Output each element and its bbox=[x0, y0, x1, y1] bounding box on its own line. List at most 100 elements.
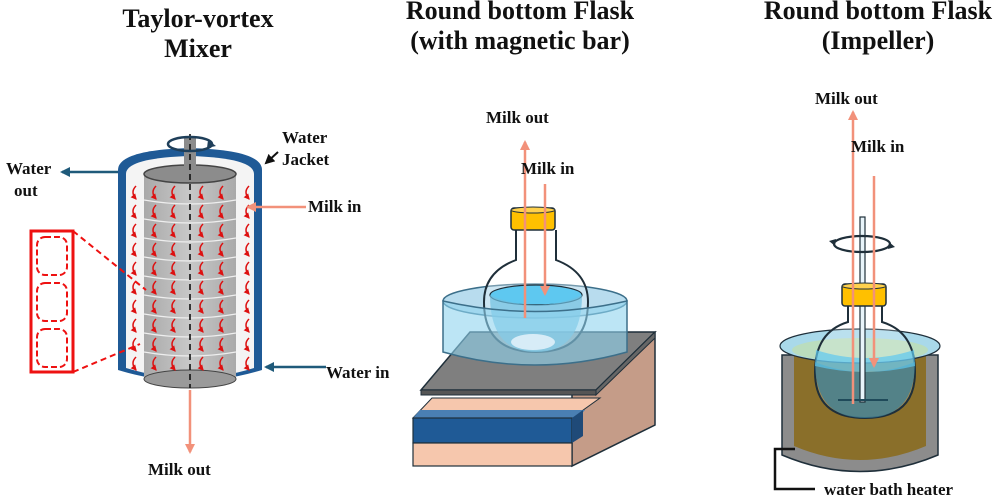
vortex-arrow bbox=[169, 337, 176, 352]
vortex-arrow bbox=[217, 223, 224, 238]
vortex-arrow bbox=[243, 242, 250, 257]
vortex-arrow bbox=[243, 337, 250, 352]
impeller-milk-in-label: Milk in bbox=[851, 137, 905, 156]
water-out-label-line1: Water bbox=[6, 159, 52, 178]
vortex-arrow bbox=[130, 261, 137, 276]
stirrer-blue-end bbox=[572, 410, 583, 443]
magnetic-title-line1: Round bottom Flask bbox=[405, 0, 635, 25]
vortex-arrow bbox=[197, 223, 204, 238]
water-bath-heater-label: water bath heater bbox=[824, 480, 954, 499]
taylor-milk-in-label: Milk in bbox=[308, 197, 362, 216]
bath-dish-wall bbox=[442, 300, 628, 366]
rotation-arrowhead bbox=[207, 140, 216, 148]
impeller-title-line1: Round bottom Flask bbox=[763, 0, 993, 25]
vortex-arrow bbox=[150, 318, 157, 333]
vortex-arrow bbox=[243, 280, 250, 295]
hot-plate-edge-side bbox=[595, 330, 656, 397]
vortex-arrow bbox=[150, 280, 157, 295]
stirrer-blue-top bbox=[413, 410, 585, 418]
cylinder-band bbox=[143, 218, 237, 224]
vortex-arrow bbox=[217, 185, 224, 200]
water-jacket-label-line2: Jacket bbox=[282, 150, 330, 169]
vortex-arrow bbox=[169, 242, 176, 257]
vortex-arrow bbox=[243, 223, 250, 238]
cylinder-band bbox=[143, 256, 237, 262]
vortex-arrow bbox=[197, 299, 204, 314]
vortex-arrow bbox=[150, 356, 157, 371]
hot-plate-edge bbox=[420, 389, 597, 396]
vortex-arrow bbox=[217, 356, 224, 371]
vortex-arrow bbox=[169, 318, 176, 333]
detail-connector-bottom bbox=[72, 343, 141, 373]
vortex-arrow bbox=[169, 204, 176, 219]
impeller-flask-title: Round bottom Flask (Impeller) bbox=[738, 0, 1002, 56]
magnetic-flask-title: Round bottom Flask (with magnetic bar) bbox=[380, 0, 660, 56]
vortex-arrow bbox=[217, 337, 224, 352]
vortex-arrow bbox=[150, 299, 157, 314]
taylor-mixer-title: Taylor-vortex Mixer bbox=[88, 4, 308, 64]
vortex-arrow bbox=[217, 242, 224, 257]
vortex-arrow bbox=[130, 299, 137, 314]
vortex-arrow bbox=[169, 261, 176, 276]
heater-leader-line bbox=[773, 447, 815, 491]
vortex-arrow bbox=[150, 261, 157, 276]
vortex-arrow bbox=[150, 223, 157, 238]
vortex-arrow bbox=[217, 280, 224, 295]
vortex-arrow bbox=[169, 280, 176, 295]
vortex-arrow bbox=[130, 204, 137, 219]
impeller-shaft bbox=[859, 216, 866, 403]
magnetic-flask-setup bbox=[411, 140, 657, 468]
impeller-rotation-arrowhead-right bbox=[888, 242, 895, 249]
cylinder-band bbox=[143, 237, 237, 243]
water-out-label: Water out bbox=[6, 158, 51, 202]
magnetic-milk-out-label: Milk out bbox=[486, 108, 549, 127]
vortex-arrow bbox=[130, 242, 137, 257]
impeller-title-line2: (Impeller) bbox=[821, 26, 935, 55]
stopper-top bbox=[510, 206, 556, 214]
magnetic-milk-in-label: Milk in bbox=[521, 159, 575, 178]
vortex-arrow bbox=[217, 299, 224, 314]
vortex-arrow bbox=[150, 242, 157, 257]
vortex-arrow bbox=[197, 318, 204, 333]
magnetic-stir-bar bbox=[511, 334, 555, 350]
vortex-arrow bbox=[169, 223, 176, 238]
impeller-flask-setup bbox=[773, 110, 941, 491]
vortex-arrow bbox=[130, 337, 137, 352]
vortex-arrow bbox=[150, 185, 157, 200]
detail-connector-top bbox=[72, 230, 147, 291]
vortex-arrows bbox=[130, 185, 250, 371]
vortex-arrow bbox=[197, 242, 204, 257]
vortex-arrow bbox=[243, 318, 250, 333]
vortex-arrow bbox=[130, 318, 137, 333]
vortex-arrow bbox=[243, 185, 250, 200]
vortex-arrow bbox=[197, 337, 204, 352]
vortex-arrow bbox=[217, 204, 224, 219]
vortex-arrow bbox=[150, 204, 157, 219]
vortex-detail-cells bbox=[36, 236, 68, 368]
vortex-arrow bbox=[217, 318, 224, 333]
vortex-arrow bbox=[197, 261, 204, 276]
vortex-arrow bbox=[243, 299, 250, 314]
vortex-arrow bbox=[130, 356, 137, 371]
taylor-milk-out-label: Milk out bbox=[148, 460, 211, 479]
impeller-milk-out-label: Milk out bbox=[815, 89, 878, 108]
stirrer-peach-front bbox=[412, 442, 573, 467]
vortex-arrow bbox=[130, 223, 137, 238]
vortex-arrow bbox=[130, 185, 137, 200]
vortex-arrow bbox=[197, 185, 204, 200]
taylor-vortex-mixer bbox=[29, 134, 326, 454]
water-jacket-label: Water Jacket bbox=[282, 127, 329, 171]
vortex-arrow bbox=[169, 356, 176, 371]
vortex-arrow bbox=[197, 280, 204, 295]
taylor-title-line2: Mixer bbox=[164, 34, 232, 63]
water-jacket-label-line1: Water bbox=[282, 128, 328, 147]
vortex-arrow bbox=[169, 299, 176, 314]
vortex-arrow bbox=[197, 356, 204, 371]
water-out-label-line2: out bbox=[14, 181, 38, 200]
vortex-arrow bbox=[243, 261, 250, 276]
vortex-arrow bbox=[197, 204, 204, 219]
stopper-top-impeller bbox=[841, 282, 887, 290]
vortex-arrow bbox=[150, 337, 157, 352]
impeller-rotation-arrowhead-left bbox=[829, 239, 836, 246]
